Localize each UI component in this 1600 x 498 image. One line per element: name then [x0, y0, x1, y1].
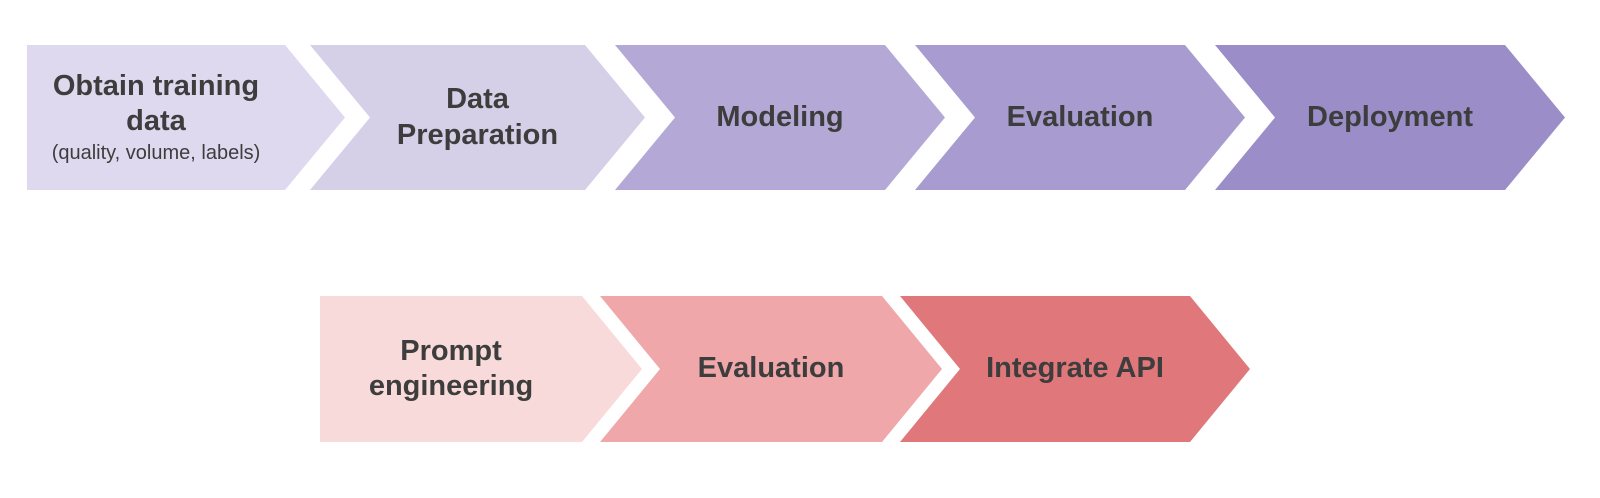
step-evaluation-llm: Evaluation — [600, 296, 942, 442]
step-integrate-api: Integrate API — [900, 296, 1250, 442]
step-label-wrap: Modeling — [716, 100, 843, 135]
step-label-wrap: Evaluation — [1007, 100, 1154, 135]
step-deployment: Deployment — [1215, 45, 1565, 190]
step-label: Prompt engineering — [368, 334, 534, 402]
step-label: Data Preparation — [396, 83, 559, 151]
step-label: Integrate API — [986, 352, 1164, 385]
step-label-wrap: Evaluation — [698, 351, 845, 386]
step-prompt-engineering: Prompt engineering — [320, 296, 642, 442]
step-label-wrap: Prompt engineering — [369, 334, 533, 405]
step-evaluation-ml: Evaluation — [915, 45, 1245, 190]
step-label-wrap: Integrate API — [986, 351, 1164, 386]
step-data-preparation: Data Preparation — [310, 45, 645, 190]
step-sublabel: (quality, volume, labels) — [51, 142, 261, 165]
step-label: Evaluation — [697, 352, 845, 385]
step-label: Evaluation — [1006, 100, 1154, 133]
step-label: Deployment — [1307, 100, 1473, 133]
step-obtain-training-data: Obtain training data (quality, volume, l… — [27, 45, 345, 190]
step-modeling: Modeling — [615, 45, 945, 190]
step-label-wrap: Deployment — [1307, 100, 1473, 135]
step-label: Obtain training data — [52, 69, 260, 137]
step-label-wrap: Data Preparation — [397, 82, 558, 153]
step-label-wrap: Obtain training data (quality, volume, l… — [52, 69, 261, 167]
step-label: Modeling — [716, 100, 844, 133]
